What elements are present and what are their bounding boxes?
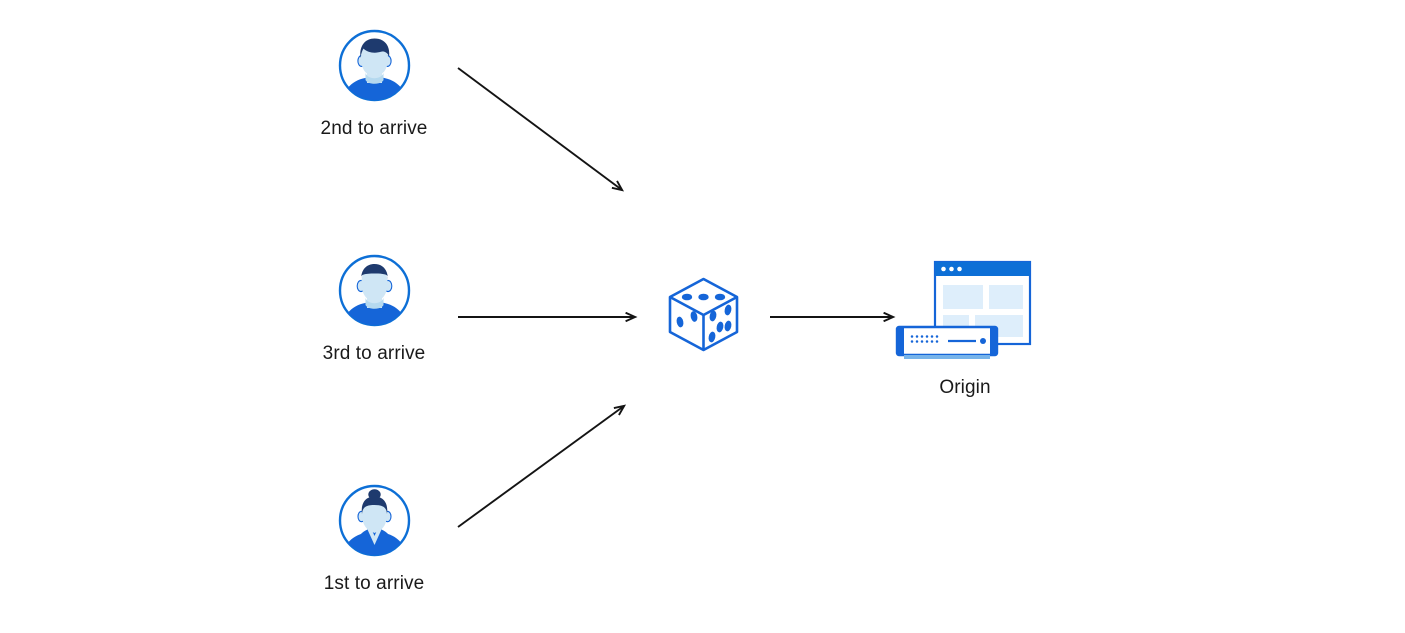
client-label-first: 1st to arrive	[323, 573, 425, 594]
arrow-first-to-dice	[457, 404, 627, 528]
client-label-second: 2nd to arrive	[320, 118, 428, 139]
client-node-second[interactable]: 2nd to arrive	[321, 28, 427, 141]
arrow-second-to-dice	[457, 67, 625, 192]
dice-node[interactable]	[658, 272, 748, 362]
client-node-third[interactable]: 3rd to arrive	[323, 253, 425, 366]
dice-icon	[661, 272, 746, 362]
server-appliance	[895, 325, 999, 359]
user-avatar-icon	[337, 483, 412, 563]
origin-node[interactable]: Origin	[890, 258, 1040, 400]
client-node-first[interactable]: 1st to arrive	[324, 483, 424, 596]
origin-server-icon	[890, 258, 1040, 373]
user-avatar-icon	[337, 253, 412, 333]
origin-label: Origin	[939, 377, 991, 398]
user-avatar-icon	[337, 28, 412, 108]
client-label-third: 3rd to arrive	[322, 343, 426, 364]
